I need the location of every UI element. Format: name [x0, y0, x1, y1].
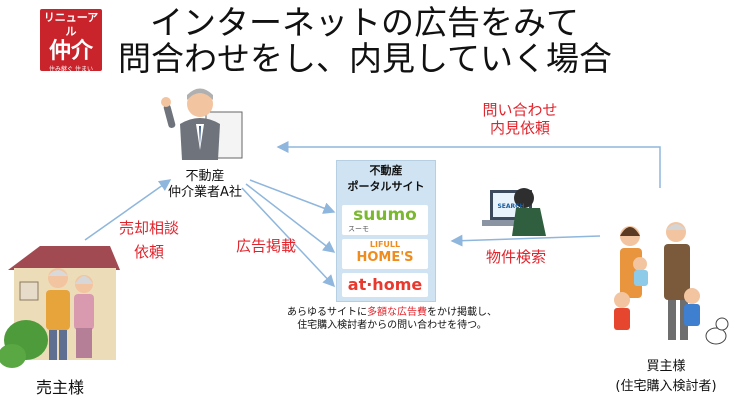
inquiry-label-line1: 問い合わせ	[482, 101, 558, 119]
title-line2: 問合わせをし、内見していく場合	[118, 39, 613, 78]
suumo-logo: suumo スーモ	[342, 205, 428, 235]
agent-label-line2: 仲介業者A社	[168, 185, 242, 200]
portal-note-line2: 住宅購入検討者からの問い合わせを待つ。	[297, 320, 487, 331]
agent-label-line1: 不動産	[185, 169, 225, 184]
logo-mark-text: 仲介	[48, 39, 93, 64]
laptop-search-text: SEARCH	[497, 203, 524, 210]
homes-name: HOME'S	[356, 250, 414, 265]
athome-name: at·home	[347, 275, 423, 294]
note-text-post: をかけ掲載し、	[427, 307, 497, 318]
suumo-sub: スーモ	[348, 225, 369, 233]
arrow-ad-athome	[241, 187, 336, 288]
lifull-name: LIFULL	[369, 240, 401, 249]
portal-note-line1: あらゆるサイトに多額な広告費をかけ掲載し、	[272, 306, 512, 319]
renewal-chukai-logo: リニューアル 仲介 住み継ぐ 住まい	[40, 9, 102, 73]
arrow-inquiry	[276, 141, 661, 188]
buyer-label-line1: 買主様	[646, 359, 686, 374]
portal-heading-line1: 不動産	[369, 164, 403, 177]
suumo-name: suumo	[353, 205, 417, 225]
buyer-label-line2: (住宅購入検討者)	[615, 379, 717, 394]
portal-note: あらゆるサイトに多額な広告費をかけ掲載し、 住宅購入検討者からの問い合わせを待つ…	[272, 306, 512, 332]
elderly-couple-illustration	[46, 268, 94, 360]
arrow-ad-suumo	[249, 179, 336, 214]
logo-bottom-text: 住み継ぐ 住まい	[49, 66, 93, 73]
arrow-sale-consult	[84, 179, 172, 241]
note-highlight: 多額な広告費	[367, 307, 427, 318]
laptop-user-illustration	[482, 188, 546, 236]
portal-heading-line2: ポータルサイト	[347, 180, 425, 193]
businessman-illustration	[161, 88, 243, 160]
portal-heading: 不動産 ポータルサイト	[337, 163, 435, 195]
note-text-pre: あらゆるサイトに	[287, 307, 367, 318]
sale-consult-label-line2: 依頼	[133, 243, 164, 261]
inquiry-label-line2: 内見依頼	[489, 119, 550, 137]
arrow-search	[450, 234, 601, 247]
logo-top-text: リニューアル	[43, 11, 99, 38]
family-illustration	[614, 222, 729, 345]
sale-consult-label-line1: 売却相談	[118, 219, 179, 237]
portal-sites-box: 不動産 ポータルサイト suumo スーモ LIFULL HOME'S at·h…	[336, 160, 436, 302]
lifull-homes-logo: LIFULL HOME'S	[342, 239, 428, 269]
arrow-ad-homes	[245, 183, 336, 253]
athome-logo: at·home	[342, 273, 428, 297]
seller-label: 売主様	[35, 378, 84, 397]
property-search-label: 物件検索	[485, 248, 546, 266]
title-line1: インターネットの広告をみて	[150, 3, 579, 42]
ad-listing-label: 広告掲載	[235, 237, 296, 255]
